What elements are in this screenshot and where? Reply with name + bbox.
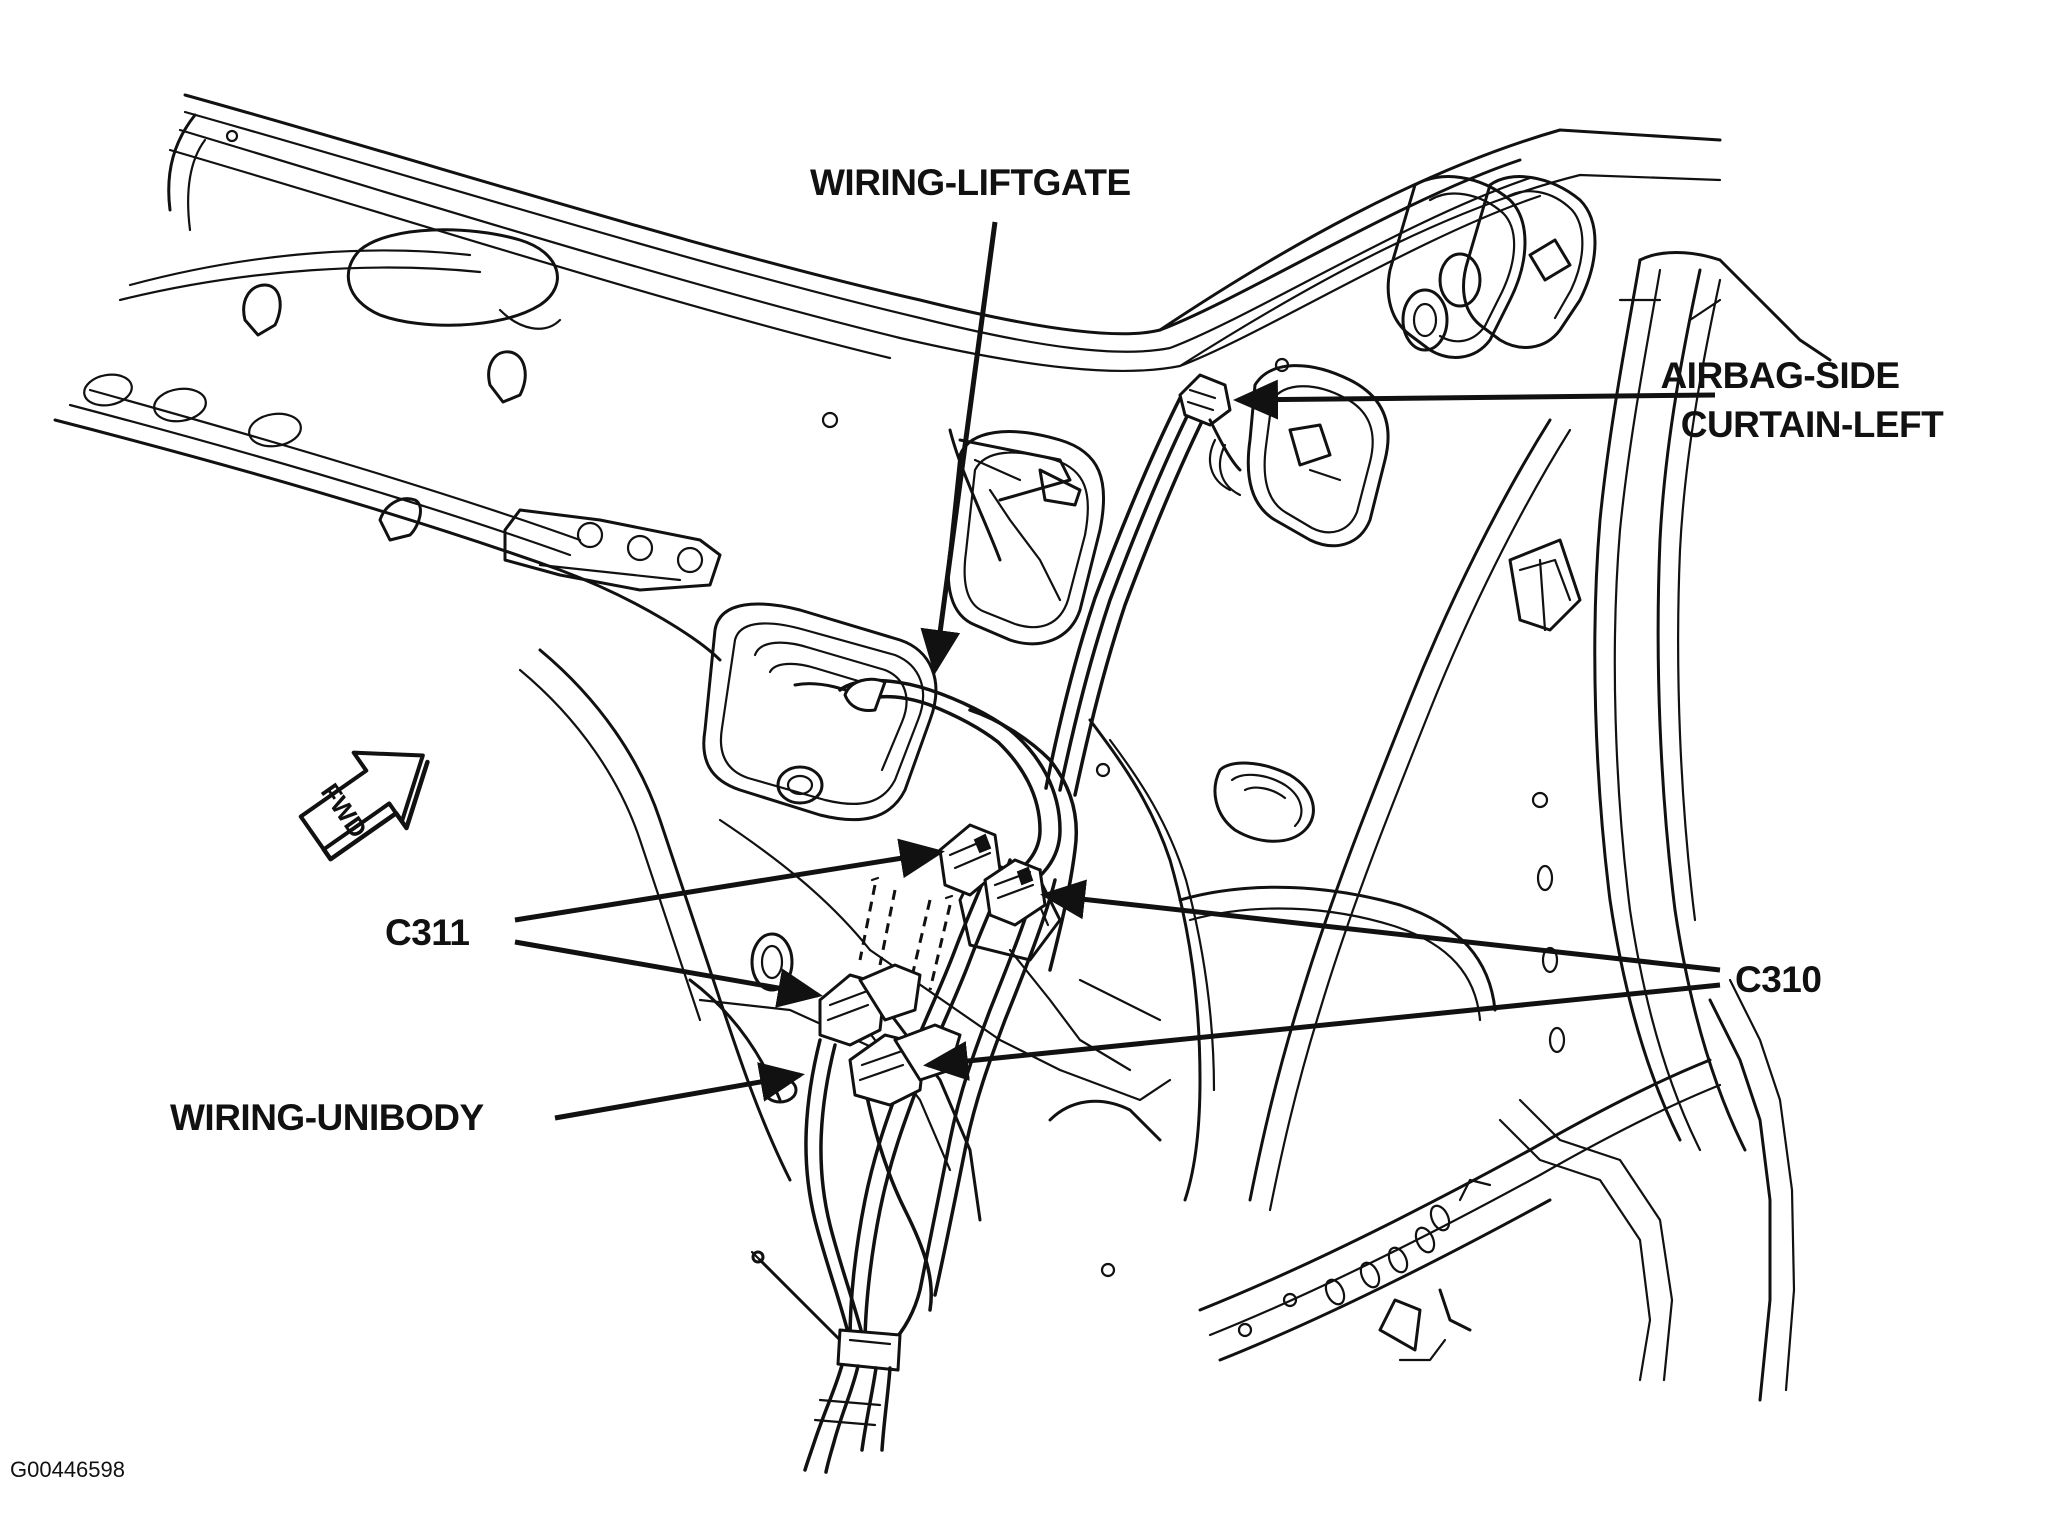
forward-direction-arrow: FWD — [298, 750, 430, 862]
connector-c310-upper — [983, 858, 1047, 927]
label-c310: C310 — [1735, 959, 1821, 1000]
leader-wiring-unibody — [554, 1062, 805, 1121]
label-airbag-line2: CURTAIN-LEFT — [1681, 404, 1944, 445]
leader-c310-lower — [923, 982, 1721, 1081]
wiring-harness — [803, 373, 1242, 1474]
leader-c311-upper — [514, 838, 945, 923]
leader-c310-upper — [1040, 879, 1721, 973]
body-panel-artwork — [53, 93, 1832, 1402]
leader-c311-lower — [514, 939, 823, 1008]
figure-id: G00446598 — [10, 1457, 125, 1482]
label-wiring-liftgate: WIRING-LIFTGATE — [810, 162, 1131, 203]
connector-c311-lower — [818, 963, 922, 1047]
label-c311: C311 — [385, 912, 469, 953]
leader-lines — [514, 221, 1721, 1121]
leader-wiring-liftgate — [920, 221, 998, 675]
connector-c311-upper — [938, 823, 1002, 897]
label-wiring-unibody: WIRING-UNIBODY — [170, 1097, 484, 1138]
leader-airbag — [1233, 379, 1716, 420]
label-airbag-line1: AIRBAG-SIDE — [1660, 355, 1899, 396]
callouts: WIRING-LIFTGATE AIRBAG-SIDE CURTAIN-LEFT… — [10, 162, 1945, 1482]
